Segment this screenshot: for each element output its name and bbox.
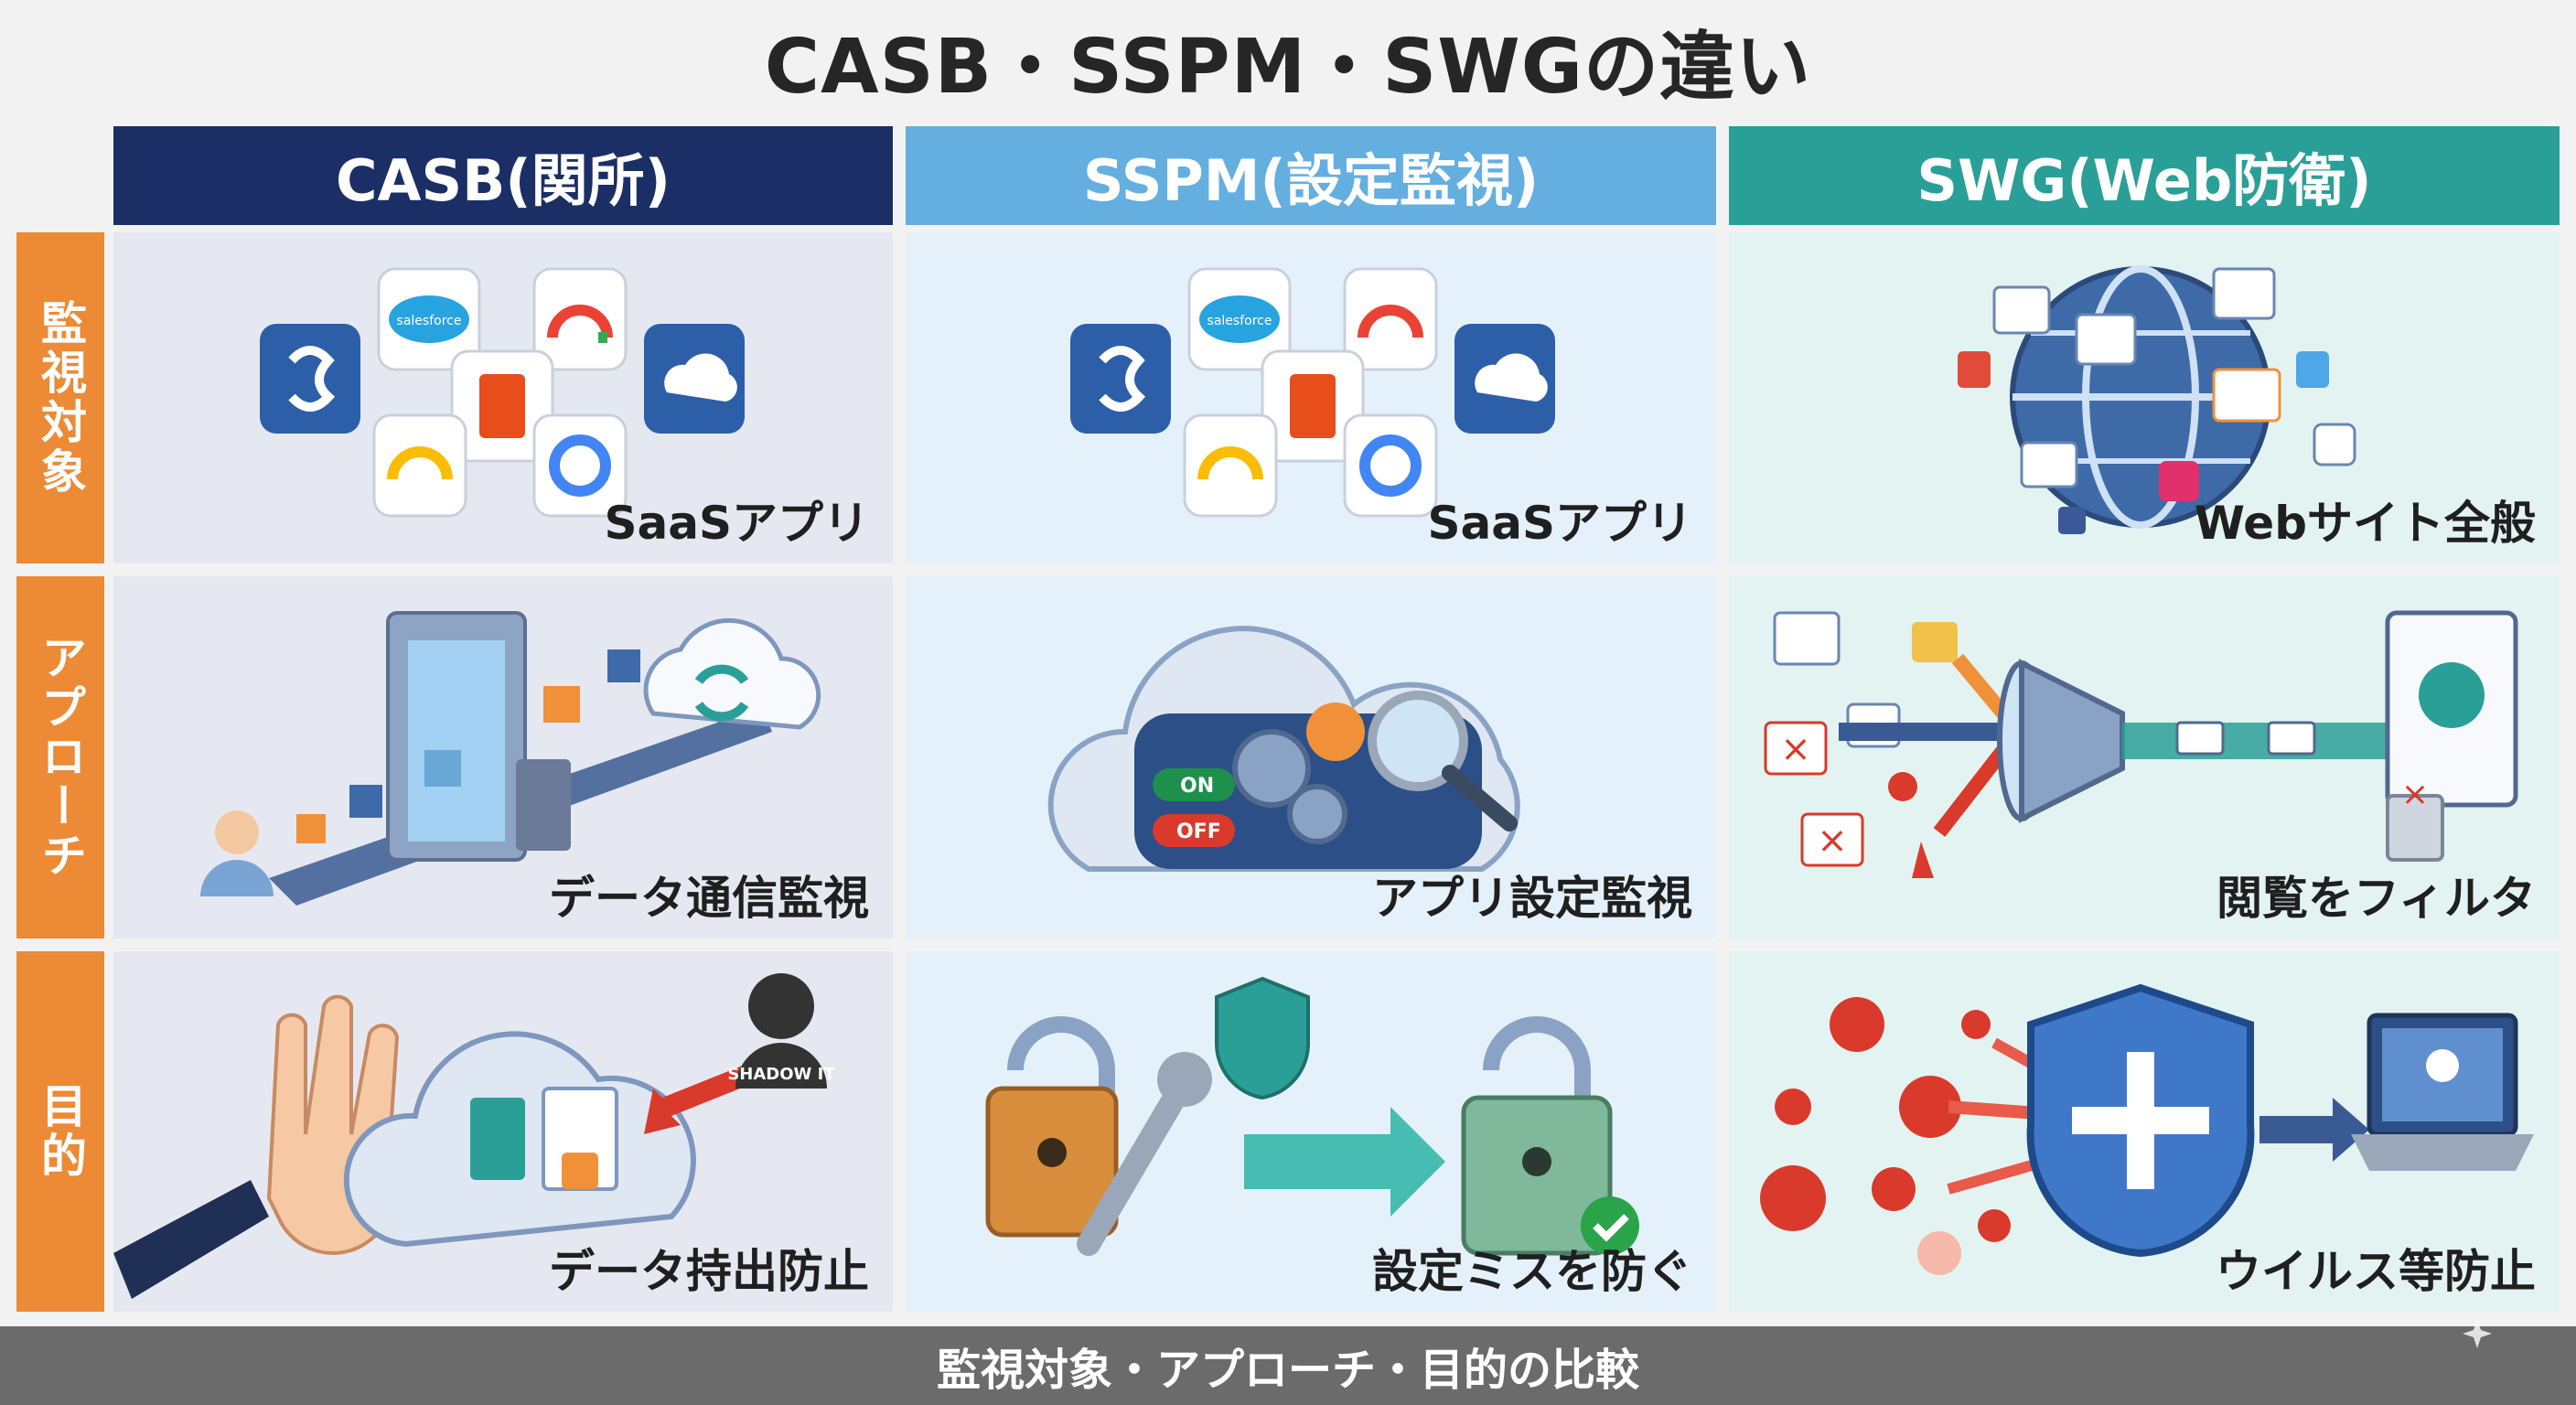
- column-header-swg-label: SWG(Web防衛): [1916, 147, 2372, 214]
- row-header-approach: アプローチ: [16, 576, 104, 938]
- cell-swg-purpose: ウイルス等防止: [1729, 951, 2560, 1312]
- sparkle-icon: [2463, 1319, 2492, 1348]
- cell-sspm-purpose: 設定ミスを防ぐ: [906, 951, 1716, 1312]
- broken-padlock-icon: [985, 1016, 1119, 1238]
- wrench-icon: [1077, 1052, 1212, 1256]
- shadow-it-text: SHADOW IT: [727, 1065, 835, 1084]
- website-card-icons: [1958, 267, 2356, 534]
- salesforce-text: salesforce: [397, 314, 462, 328]
- cloud-sync-icon: [643, 617, 821, 730]
- sync-app-icon: [260, 324, 360, 434]
- cloud-app-icon: [644, 324, 745, 434]
- protected-arrow: [2259, 1098, 2369, 1162]
- column-header-sspm-label: SSPM(設定監視): [1082, 147, 1540, 214]
- google-cloud-icon: [1343, 267, 1438, 371]
- salesforce-icon: salesforce: [377, 267, 481, 371]
- cell-swg-approach: × × × 閲覧をフィルタ: [1729, 576, 2560, 938]
- blocked-arrow: [644, 1061, 763, 1134]
- column-header-casb: CASB(関所): [113, 126, 893, 225]
- cell-casb-approach: データ通信監視: [113, 576, 893, 938]
- column-header-casb-label: CASB(関所): [335, 147, 671, 214]
- browser-window-icon: [2385, 610, 2518, 808]
- off-toggle-icon: OFF: [1153, 814, 1235, 847]
- svg-text:×: ×: [2401, 776, 2429, 813]
- cell-swg-target: Webサイト全般: [1729, 232, 2560, 563]
- data-exfiltration-block-illustration: SHADOW IT: [113, 973, 835, 1299]
- cell-sspm-target: salesforce SaaSアプリ: [906, 232, 1716, 563]
- shadow-it-icon: SHADOW IT: [727, 973, 835, 1089]
- phishing-hook-icon: [1912, 622, 1958, 662]
- footer-caption: 監視対象・アプローチ・目的の比較: [0, 1326, 2576, 1405]
- virus-protection-illustration: [1760, 983, 2534, 1275]
- misconfiguration-fix-illustration: [985, 976, 1639, 1256]
- bug-icon: [1888, 772, 1917, 801]
- magnifier-icon: [1368, 691, 1518, 831]
- footer-text: 監視対象・アプローチ・目的の比較: [936, 1345, 1639, 1396]
- user-icon: [200, 810, 274, 896]
- google-cloud-icon-2: [372, 413, 467, 518]
- cell-label: アプリ設定監視: [1372, 872, 1692, 925]
- gear-icons: [1232, 702, 1365, 844]
- row-header-purpose-label: 目的: [34, 1082, 87, 1181]
- cell-label: SaaSアプリ: [604, 497, 869, 550]
- secure-padlock-icon: [1461, 1016, 1639, 1256]
- cloud-storage-icon: [343, 1031, 696, 1248]
- filter-funnel-icon: [1997, 659, 2125, 823]
- cell-casb-target: salesforce SaaSアプリ: [113, 232, 893, 563]
- globe-websites-illustration: [1958, 265, 2356, 534]
- row-header-approach-label: アプローチ: [34, 634, 87, 881]
- data-gateway-illustration: [200, 611, 821, 906]
- google-icon: [532, 413, 628, 518]
- blocked-x-icon: ×: [1817, 820, 1848, 862]
- office-icon: [1261, 349, 1365, 463]
- cloud-app-icon: [1454, 324, 1555, 434]
- saas-apps-illustration: salesforce: [260, 267, 745, 518]
- blocked-x-icon: ×: [1780, 728, 1811, 770]
- cell-label: 設定ミスを防ぐ: [1372, 1245, 1692, 1298]
- row-header-purpose: 目的: [16, 951, 104, 1312]
- on-text: ON: [1180, 775, 1214, 798]
- trash-bin-icon: ×: [2386, 776, 2444, 862]
- fix-arrow: [1244, 1107, 1445, 1217]
- page-title: CASB・SSPM・SWGの違い: [764, 23, 1812, 111]
- data-cube-icons: [296, 649, 640, 843]
- shield-icon: [1214, 976, 1311, 1100]
- filtered-page-icons: [2175, 721, 2316, 756]
- column-header-swg: SWG(Web防衛): [1729, 126, 2560, 225]
- office-icon: [450, 349, 554, 463]
- cell-label: データ通信監視: [549, 872, 869, 925]
- arrows-into-funnel: [1839, 653, 2012, 837]
- cell-label: データ持出防止: [549, 1245, 869, 1298]
- cell-casb-purpose: SHADOW IT データ持出防止: [113, 951, 893, 1312]
- laptop-icon: [2351, 1013, 2534, 1171]
- row-header-target-label: 監視対象: [34, 299, 87, 497]
- incoming-site-icons: × ×: [1764, 611, 1958, 878]
- google-icon: [1343, 413, 1438, 518]
- salesforce-icon: salesforce: [1187, 267, 1292, 371]
- salesforce-text: salesforce: [1208, 314, 1272, 328]
- web-filter-funnel-illustration: × × ×: [1764, 610, 2518, 878]
- shield-icon: [2026, 983, 2255, 1258]
- virus-threat-icons: [1760, 997, 2011, 1275]
- cell-label: 閲覧をフィルタ: [2216, 872, 2536, 925]
- on-toggle-icon: ON: [1153, 768, 1235, 801]
- google-cloud-icon-2: [1183, 413, 1278, 518]
- saas-apps-illustration: salesforce: [1070, 267, 1555, 518]
- cell-label: SaaSアプリ: [1427, 497, 1692, 550]
- column-header-sspm: SSPM(設定監視): [906, 126, 1716, 225]
- sync-app-icon: [1070, 324, 1171, 434]
- row-header-target: 監視対象: [16, 232, 104, 563]
- cloud-settings-illustration: ON OFF: [1047, 626, 1520, 872]
- fire-icon: [1912, 842, 1934, 878]
- cell-label: ウイルス等防止: [2216, 1245, 2536, 1298]
- off-text: OFF: [1176, 820, 1221, 843]
- security-gate-icon: [386, 611, 571, 862]
- google-cloud-icon: [532, 267, 628, 371]
- cell-sspm-approach: ON OFF アプリ設定監視: [906, 576, 1716, 938]
- cell-label: Webサイト全般: [2194, 497, 2536, 550]
